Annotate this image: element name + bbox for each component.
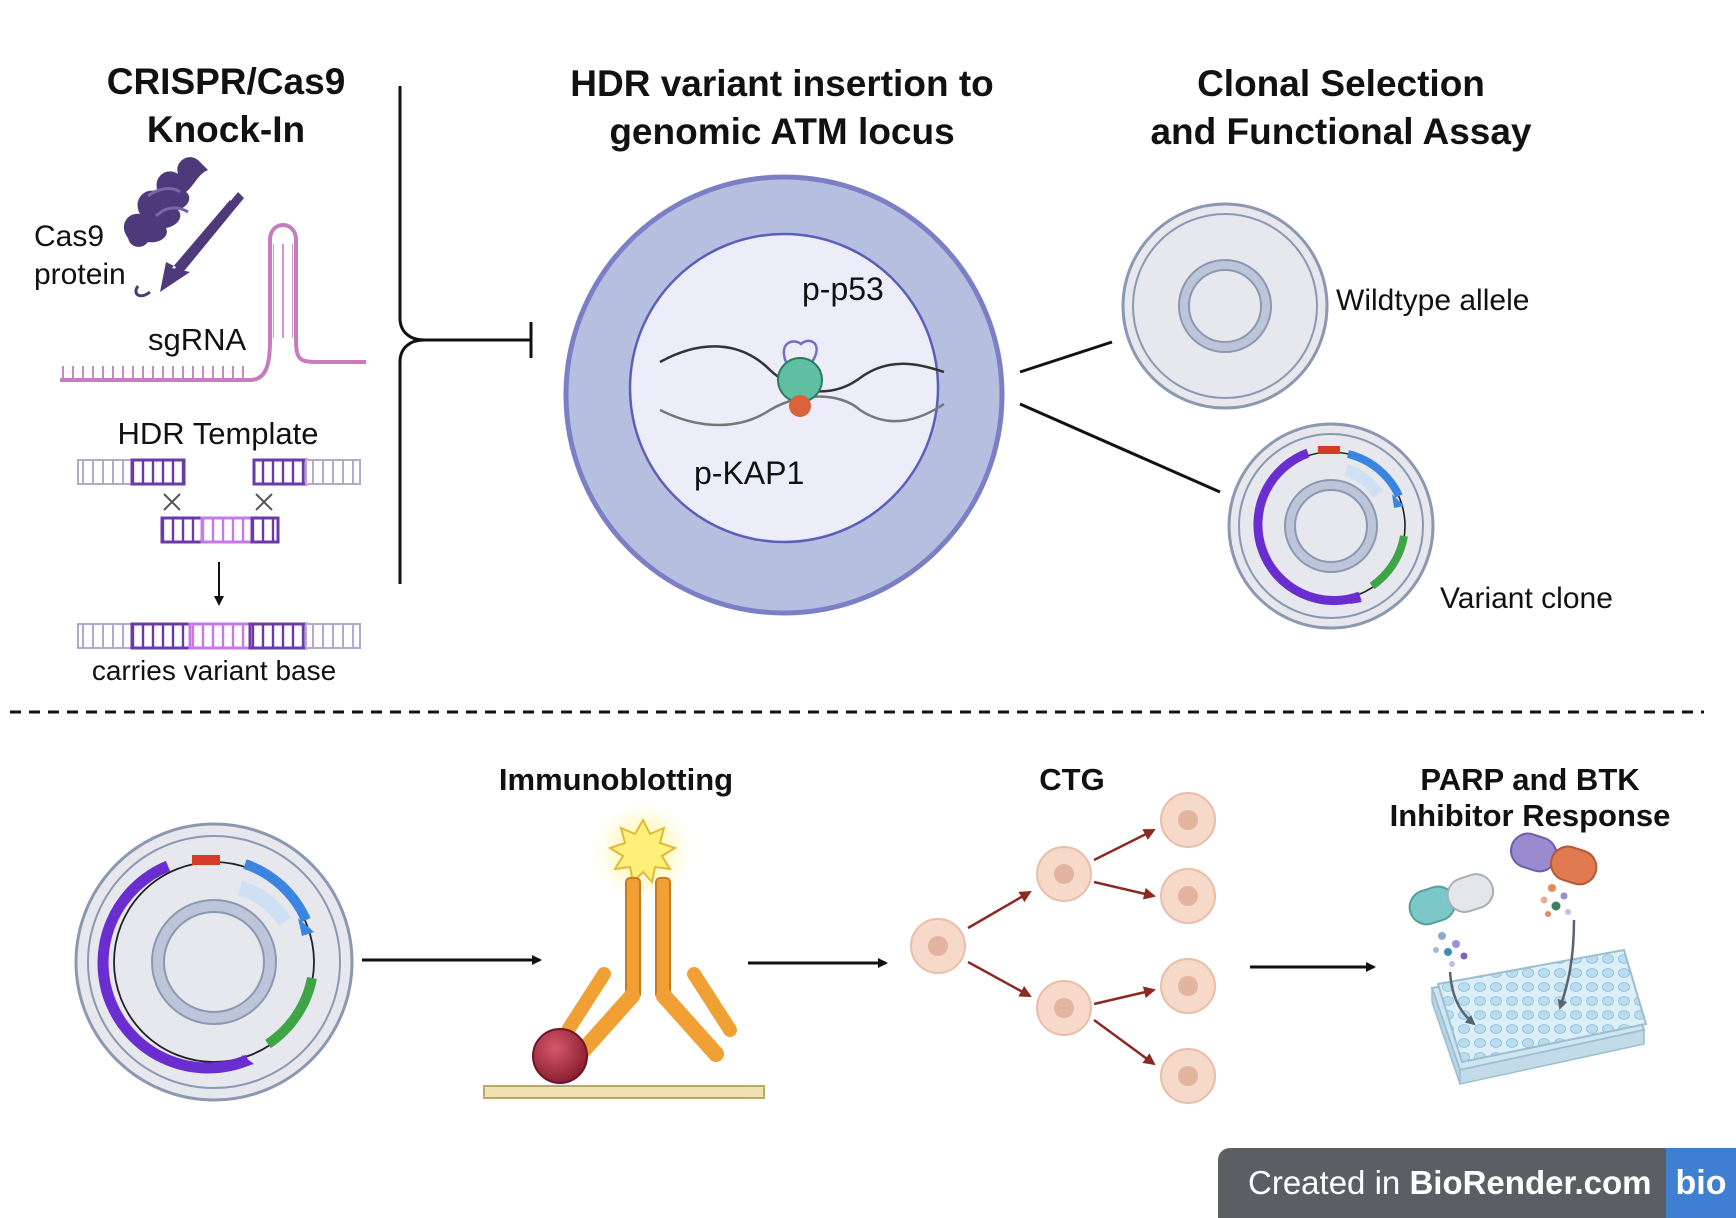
biorender-badge[interactable]: Created in BioRender.com bio [1218, 1148, 1736, 1218]
hdr-title-line2: genomic ATM locus [609, 111, 954, 152]
cell-icon [1160, 958, 1216, 1014]
clonal-title: Clonal Selection and Functional Assay [1150, 63, 1531, 152]
badge-brand: BioRender.com [1409, 1164, 1652, 1201]
carries-variant-label: carries variant base [92, 655, 336, 686]
cell-icon [910, 918, 966, 974]
p-p53-label: p-p53 [802, 271, 884, 307]
parp-btk-label-line2: Inhibitor Response [1390, 798, 1671, 833]
hdr-title-line1: HDR variant insertion to [570, 63, 994, 104]
well-plate-icon [1430, 948, 1648, 1085]
connector-wildtype [1019, 340, 1113, 374]
cell-icon [1160, 1048, 1216, 1104]
cell-icon [1036, 980, 1092, 1036]
crispr-title-line1: CRISPR/Cas9 [107, 61, 346, 102]
cas9-label-line1: Cas9 [34, 220, 104, 253]
cell-icon [1036, 846, 1092, 902]
membrane [483, 1085, 765, 1099]
variant-clone-label: Variant clone [1440, 582, 1613, 615]
badge-created-in: Created in [1248, 1164, 1410, 1201]
hdr-title: HDR variant insertion to genomic ATM loc… [570, 63, 994, 152]
cell-proliferation-diagram [910, 792, 1216, 1104]
atm-loop [782, 339, 818, 363]
connector-variant [1019, 402, 1221, 494]
cell-icon [1160, 792, 1216, 848]
antibody-icon [483, 796, 765, 1099]
cell-icon [1160, 868, 1216, 924]
cas9-label-line2: protein [34, 258, 126, 291]
phospho-site-icon [789, 395, 811, 417]
ctg-label: CTG [1039, 762, 1104, 797]
wildtype-label: Wildtype allele [1336, 284, 1529, 317]
wildtype-cell-icon [1121, 202, 1329, 410]
badge-text: Created in BioRender.com [1218, 1164, 1652, 1202]
hdr-template-label: HDR Template [117, 416, 318, 451]
cas9-protein-icon [123, 157, 244, 298]
hdr-template-icon [77, 458, 361, 650]
sgrna-icon [60, 223, 366, 382]
capsule-icon [1510, 832, 1598, 886]
crispr-title: CRISPR/Cas9 Knock-In [107, 61, 346, 150]
detection-star-icon [607, 817, 678, 885]
capsule-icon [1408, 873, 1495, 926]
antigen-icon [532, 1028, 588, 1084]
inhibitor-assay-icon [1408, 832, 1648, 1085]
parp-btk-label-line1: PARP and BTK [1420, 762, 1640, 797]
biorender-logo-icon: bio [1666, 1148, 1736, 1218]
variant-cell-large-icon [74, 822, 354, 1102]
clonal-title-line1: Clonal Selection [1197, 63, 1485, 104]
variant-cell-icon [1227, 422, 1435, 630]
p-kap1-label: p-KAP1 [694, 455, 804, 491]
drug-particles [1433, 884, 1571, 967]
sgrna-label: sgRNA [148, 322, 247, 357]
combine-bracket [398, 86, 533, 584]
immunoblotting-label: Immunoblotting [499, 762, 733, 797]
crispr-title-line2: Knock-In [147, 109, 305, 150]
hdr-cell: p-p53 p-KAP1 [563, 174, 1005, 616]
clonal-title-line2: and Functional Assay [1150, 111, 1531, 152]
